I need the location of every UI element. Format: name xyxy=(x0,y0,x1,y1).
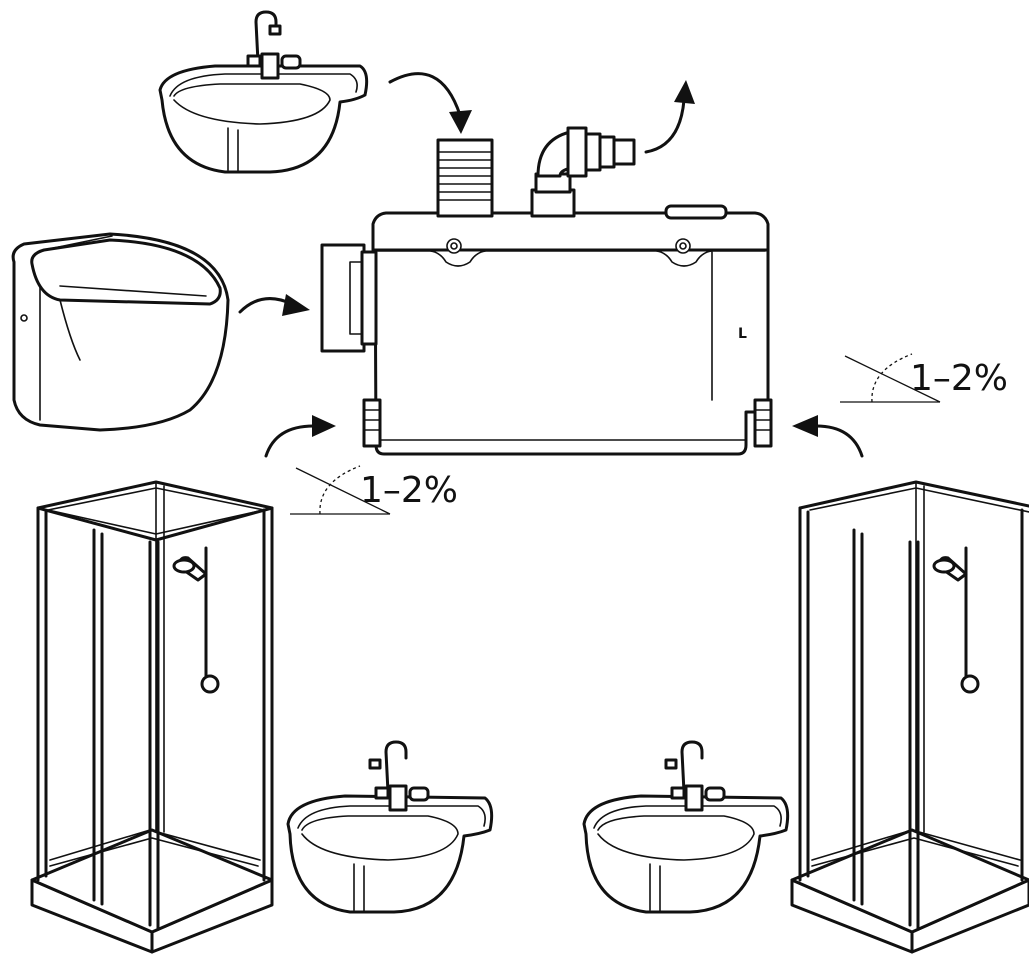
unit-mark: L xyxy=(738,326,747,342)
arrow-from-toilet-icon xyxy=(238,294,310,316)
arrow-right-lower-icon xyxy=(792,415,864,458)
shower-cabin-left xyxy=(30,480,274,954)
shower-cabin-right xyxy=(790,480,1029,954)
slope-indicator-right: 1–2% xyxy=(840,353,1008,403)
macerator-pump-unit: L xyxy=(320,126,773,456)
slope-label-right: 1–2% xyxy=(910,358,1008,399)
slope-indicator-left: 1–2% xyxy=(290,465,458,515)
arrow-left-lower-icon xyxy=(264,415,336,458)
washbasin-bottom-left xyxy=(286,740,494,914)
washbasin-bottom-right xyxy=(582,740,790,914)
slope-label-left: 1–2% xyxy=(360,470,458,511)
flow-arrows xyxy=(238,72,864,458)
arrow-into-top-icon xyxy=(388,72,472,134)
wall-hung-toilet xyxy=(11,232,230,432)
washbasin-top xyxy=(158,10,369,174)
arrow-outlet-up-icon xyxy=(644,80,695,154)
